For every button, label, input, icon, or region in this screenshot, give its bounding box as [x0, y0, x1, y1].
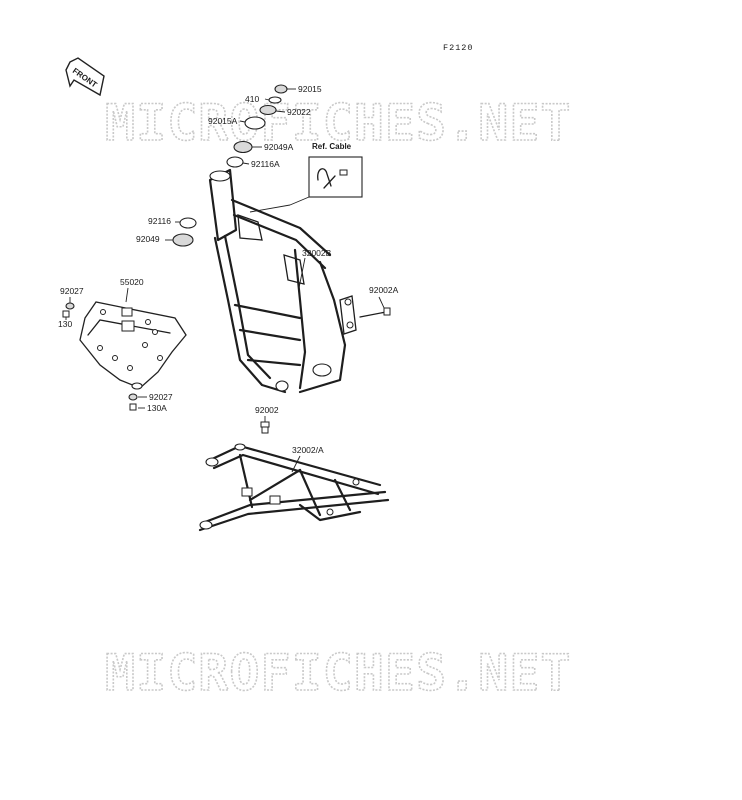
part-92027-collar-bottom	[128, 393, 138, 401]
part-92022-washer	[259, 104, 277, 116]
bolt-92002	[260, 421, 270, 434]
callout-92027-bottom: 92027	[149, 392, 173, 402]
part-92015A-nut	[244, 116, 266, 130]
sub-frame-32002A	[198, 443, 390, 532]
watermark-top: MICROFICHES.NET	[105, 94, 572, 152]
part-92049-seal	[172, 233, 194, 247]
callout-410: 410	[245, 94, 259, 104]
ref-cable-box: Ref. Cable	[249, 142, 363, 213]
callout-92027-top: 92027	[60, 286, 84, 296]
diagram-code: F2120	[443, 43, 474, 53]
callouts: 92015 410 92022 92015A 92049A 92116A 921…	[58, 84, 399, 473]
part-92116-bearing	[179, 217, 197, 229]
callout-92049: 92049	[136, 234, 160, 244]
part-92049A-seal	[233, 140, 253, 154]
callout-92015: 92015	[298, 84, 322, 94]
part-130A-bolt	[129, 403, 137, 411]
callout-92022: 92022	[287, 107, 311, 117]
callout-32002A: 32002/A	[292, 445, 324, 455]
callout-32002B: 32002B	[302, 248, 332, 258]
part-130-bolt	[62, 310, 70, 318]
part-92015-nut	[274, 84, 288, 94]
callout-55020: 55020	[120, 277, 144, 287]
callout-92002: 92002	[255, 405, 279, 415]
callout-92002A: 92002A	[369, 285, 399, 295]
watermark-bottom: MICROFICHES.NET	[105, 644, 572, 702]
callout-92049A: 92049A	[264, 142, 294, 152]
callout-130A: 130A	[147, 403, 167, 413]
main-frame-32002B	[208, 168, 391, 394]
callout-92015A: 92015A	[208, 116, 238, 126]
callout-92116: 92116	[148, 216, 171, 226]
ref-cable-label: Ref. Cable	[312, 142, 352, 151]
part-410-washer	[268, 96, 282, 104]
part-92116A-bearing	[226, 156, 244, 168]
part-92027-collar	[65, 302, 75, 310]
callout-130: 130	[58, 319, 72, 329]
skid-plate-55020	[62, 301, 187, 411]
callout-92116A: 92116A	[251, 159, 280, 169]
front-arrow-icon: FRONT	[65, 57, 105, 97]
